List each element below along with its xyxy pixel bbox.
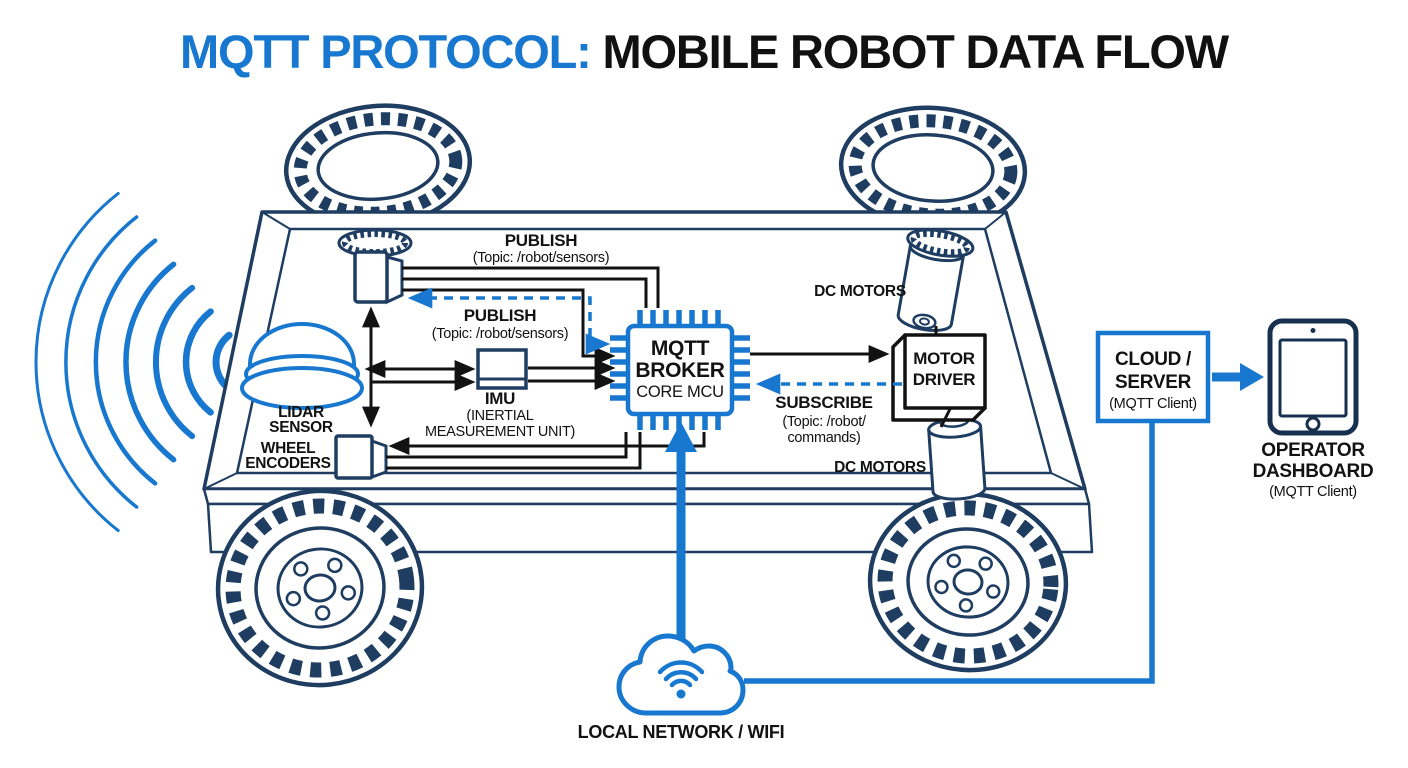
lidar-sensor-icon (240, 322, 364, 410)
dc-motor-top-icon (896, 228, 975, 332)
imu-icon (476, 348, 528, 390)
local-network-label: LOCAL NETWORK / WIFI (578, 722, 785, 742)
cloud-server-label-line3: (MQTT Client) (1109, 396, 1197, 412)
operator-dashboard-label-line3: (MQTT Client) (1269, 484, 1357, 500)
labels: PUBLISH (Topic: /robot/sensors) PUBLISH … (245, 231, 1373, 742)
operator-dashboard-label-line1: OPERATOR (1261, 440, 1365, 461)
network-links (665, 363, 1264, 684)
hub-bolts (934, 553, 1001, 613)
wheel-encoders-label-line2: ENCODERS (245, 455, 330, 472)
imu-label: IMU (485, 389, 515, 408)
cloud-server-label-line1: CLOUD / (1115, 349, 1192, 370)
tablet-home-button (1305, 416, 1321, 432)
page-title-highlight: MQTT PROTOCOL: (180, 25, 592, 78)
publish-top-label: PUBLISH (505, 231, 578, 250)
sensor-data-lines (362, 266, 952, 470)
dc-motors-top-label: DC MOTORS (814, 283, 906, 300)
wheel-encoders-label-line1: WHEEL (261, 440, 315, 457)
lidar-label-line1: LIDAR (278, 404, 324, 421)
local-network-cloud-icon (616, 633, 746, 716)
wheel-rear-left (283, 103, 473, 229)
imu-desc-line2: MEASUREMENT UNIT) (425, 424, 575, 440)
page-title-rest: MOBILE ROBOT DATA FLOW (602, 25, 1230, 78)
wheel-front-right (867, 491, 1069, 673)
signal-waves-icon (34, 191, 233, 533)
cloud-to-server-line (744, 423, 1155, 684)
subscribe-topic-line2: commands) (787, 430, 860, 446)
mqtt-broker-chip-icon (610, 310, 750, 430)
publish-top-topic: (Topic: /robot/sensors) (473, 250, 610, 266)
lidar-label-line2: SENSOR (269, 419, 333, 436)
page-title: MQTT PROTOCOL:MOBILE ROBOT DATA FLOW (0, 24, 1408, 79)
publish-mid-label: PUBLISH (464, 306, 537, 325)
subscribe-topic-line1: (Topic: /robot/ (782, 414, 867, 430)
motor-driver-box (891, 333, 987, 422)
operator-dashboard-label-line2: DASHBOARD (1253, 461, 1374, 482)
imu-desc-line1: (INERTIAL (466, 408, 533, 424)
tablet-camera-dot (1310, 328, 1316, 333)
broker-label-line2: BROKER (635, 359, 724, 382)
broker-label-line3: CORE MCU (636, 383, 723, 401)
mqtt-dashed-lines (407, 287, 902, 395)
publish-mid-topic: (Topic: /robot/sensors) (432, 326, 569, 342)
dc-motors-bottom-label: DC MOTORS (834, 459, 926, 476)
wifi-icon (657, 660, 705, 699)
motor-driver-label-line1: MOTOR (913, 349, 974, 368)
subscribe-label: SUBSCRIBE (775, 393, 872, 412)
hub-bolts (285, 557, 357, 621)
dc-motor-bottom-icon (927, 414, 987, 501)
operator-tablet-icon (1267, 318, 1359, 436)
wheel-encoder-icon (334, 434, 388, 480)
top-encoder-device-icon (337, 228, 413, 305)
cloud-server-label-line2: SERVER (1115, 372, 1192, 393)
cloud-server-box (1095, 330, 1211, 424)
wheel-front-left (215, 488, 425, 688)
wheel-rear-right (838, 105, 1028, 231)
broker-label-line1: MQTT (651, 337, 710, 360)
motor-driver-label-line2: DRIVER (913, 370, 975, 389)
chassis-front-wall (206, 502, 1094, 554)
